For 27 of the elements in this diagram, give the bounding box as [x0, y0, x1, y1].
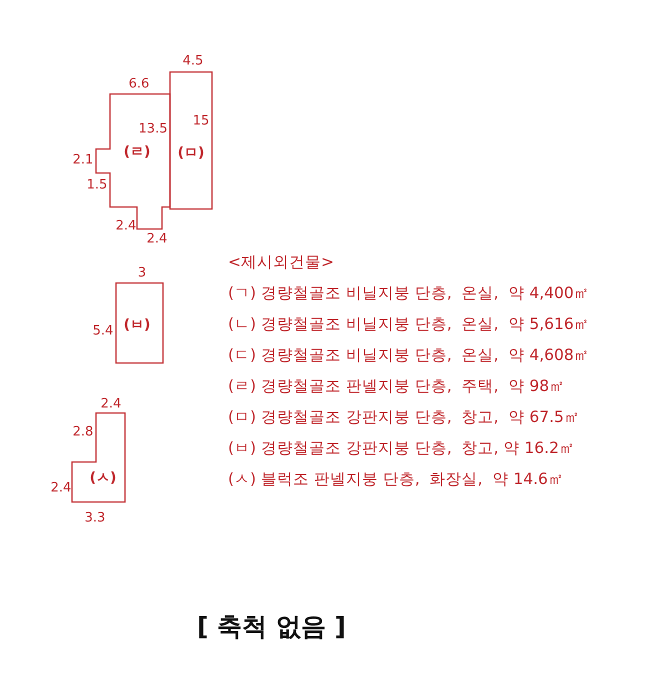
dimension-label: 2.4: [116, 218, 136, 234]
dimension-label: 6.6: [128, 76, 150, 92]
building-description: (ㄹ) 경량철골조 판넬지붕 단층, 주택, 약 98㎡: [228, 376, 566, 397]
dimension-label: 3.3: [84, 510, 106, 526]
dimension-label: 2.8: [72, 424, 94, 440]
building-description: (ㄷ) 경량철골조 비닐지붕 단층, 온실, 약 4,608㎡: [228, 345, 590, 366]
building-label: (ㅁ): [178, 144, 204, 162]
dimension-label: 5.4: [92, 324, 114, 338]
dimension-label: 2.4: [50, 480, 72, 496]
building-label: (ㅂ): [124, 316, 150, 334]
building-description: (ㄴ) 경량철골조 비닐지붕 단층, 온실, 약 5,616㎡: [228, 314, 590, 335]
building-label: (ㅅ): [90, 469, 116, 487]
dimension-label: 3: [138, 266, 146, 280]
dimension-label: 4.5: [182, 54, 204, 68]
building-description: (ㅁ) 경량철골조 강판지붕 단층, 창고, 약 67.5㎡: [228, 407, 580, 428]
dimension-label: 15: [192, 114, 210, 128]
building-description: (ㄱ) 경량철골조 비닐지붕 단층, 온실, 약 4,400㎡: [228, 283, 590, 304]
dimension-label: 2.1: [72, 152, 94, 168]
building-label: (ㄹ): [124, 143, 150, 161]
list-heading: <제시외건물>: [228, 252, 334, 273]
dimension-label: 13.5: [138, 122, 168, 136]
building-description: (ㅅ) 블럭조 판넬지붕 단층, 화장실, 약 14.6㎡: [228, 469, 564, 490]
dimension-label: 1.5: [86, 178, 108, 192]
building-description: (ㅂ) 경량철골조 강판지붕 단층, 창고, 약 16.2㎡: [228, 438, 575, 459]
dimension-label: 2.4: [100, 396, 122, 412]
scale-note: [ 축척 없음 ]: [197, 611, 346, 643]
dimension-label: 2.4: [146, 232, 168, 246]
